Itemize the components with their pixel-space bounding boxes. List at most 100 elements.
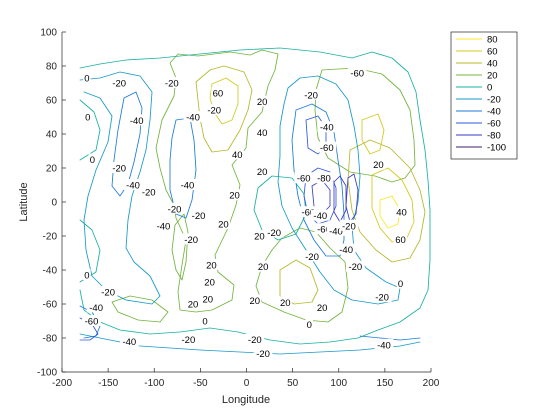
- contour-label: -60: [320, 143, 334, 154]
- contour-label: 0: [202, 317, 207, 328]
- contour-line-20: [111, 295, 169, 323]
- contour-label: 20: [218, 220, 229, 231]
- y-tick-label: 0: [51, 198, 57, 209]
- contour-line-neg20: [79, 71, 161, 305]
- contour-label: -20: [304, 90, 318, 101]
- x-tick-label: 0: [244, 378, 250, 389]
- contour-label-bg: [310, 209, 330, 221]
- contour-label-bg: [154, 219, 173, 231]
- contour-label-bg: [165, 202, 184, 214]
- contour-label: 0: [84, 73, 89, 84]
- contour-label-bg: [315, 301, 329, 313]
- contour-label-bg: [127, 114, 147, 126]
- contour-label: 0: [307, 320, 312, 331]
- contour-label: -20: [207, 106, 221, 117]
- contour-line-60: [209, 77, 239, 125]
- legend-label: 60: [487, 47, 498, 58]
- contour-label: 20: [373, 160, 384, 171]
- contour-label-bg: [162, 77, 182, 88]
- contour-label-bg: [109, 77, 129, 88]
- contour-label: -20: [142, 187, 156, 198]
- legend-label: -20: [487, 95, 501, 106]
- contour-label: -80: [317, 174, 331, 185]
- contour-label-bg: [178, 333, 198, 345]
- y-tick-label: -60: [43, 300, 58, 311]
- contour-label: -40: [126, 181, 140, 192]
- contour-label-bg: [393, 233, 408, 245]
- contour-label: 40: [257, 128, 268, 139]
- contour-label: 20: [254, 232, 265, 243]
- contour-label-bg: [86, 301, 106, 313]
- contour-label-bg: [264, 226, 284, 238]
- contour-line-0: [79, 99, 101, 161]
- x-tick-label: -100: [144, 378, 164, 389]
- contour-label-bg: [186, 298, 200, 309]
- contour-label-bg: [326, 224, 346, 236]
- contour-label: -20: [112, 164, 126, 175]
- contour-label-bg: [278, 296, 292, 308]
- contour-line-80: [379, 195, 401, 229]
- contour-label-bg: [394, 206, 409, 218]
- legend-label: 40: [487, 59, 498, 70]
- legend-label: 80: [487, 35, 498, 46]
- contour-label: 20: [280, 298, 291, 309]
- contour-label: -40: [122, 337, 136, 348]
- contour-label: -20: [305, 252, 319, 263]
- contour-label-bg: [302, 250, 322, 262]
- contour-label: -20: [342, 221, 356, 232]
- contour-label: -60: [297, 174, 311, 185]
- contour-label-bg: [88, 153, 97, 165]
- contour-label: -20: [192, 211, 206, 222]
- contour-label: -20: [168, 204, 182, 215]
- contour-label: -20: [375, 293, 389, 304]
- contour-label-bg: [371, 158, 386, 170]
- contour-label-bg: [294, 172, 314, 184]
- contour-label-bg: [255, 126, 269, 138]
- contour-line-0: [79, 47, 431, 345]
- contour-label-bg: [248, 294, 262, 306]
- contour-label-bg: [314, 223, 334, 235]
- contour-label-bg: [314, 172, 334, 184]
- contour-label-bg: [203, 275, 217, 287]
- contour-label-bg: [305, 318, 314, 330]
- contour-label: 20: [204, 277, 215, 288]
- contour-label-bg: [298, 206, 318, 218]
- x-tick-label: 100: [330, 378, 347, 389]
- contour-label: 60: [395, 235, 406, 246]
- contour-label-bg: [211, 87, 225, 99]
- legend-box: [450, 31, 518, 160]
- contour-label: -20: [184, 235, 198, 246]
- contour-label: 20: [202, 294, 213, 305]
- contour-label-bg: [336, 243, 356, 255]
- contour-label: 20: [250, 296, 261, 307]
- contour-label: -60: [85, 317, 99, 328]
- contour-label-bg: [204, 104, 224, 116]
- legend-label: -80: [487, 131, 501, 142]
- contour-line-neg80: [333, 175, 347, 223]
- contour-label: 40: [232, 150, 243, 161]
- contour-label: -20: [165, 79, 179, 90]
- contour-line-20: [171, 213, 189, 281]
- y-axis-label: Latitude: [18, 182, 30, 221]
- x-tick-label: -150: [98, 378, 118, 389]
- contour-label-bg: [204, 258, 219, 270]
- contour-label-bg: [345, 260, 365, 272]
- contour-label: -20: [112, 79, 126, 90]
- contour-label: 20: [229, 191, 240, 202]
- contour-label-bg: [181, 233, 201, 245]
- contour-label-bg: [83, 71, 91, 83]
- contour-label: -60: [350, 68, 364, 79]
- contour-line-20: [155, 49, 279, 313]
- x-tick-label: 200: [423, 378, 440, 389]
- contour-label: -40: [130, 116, 144, 127]
- contour-line-20: [255, 227, 349, 323]
- contour-label: -20: [267, 228, 281, 239]
- contour-label-bg: [119, 335, 139, 347]
- x-tick-label: -50: [193, 378, 208, 389]
- contour-label-bg: [98, 286, 118, 298]
- contour-label-bg: [189, 209, 208, 221]
- contour-label-bg: [255, 165, 269, 177]
- contour-line-40: [347, 139, 426, 263]
